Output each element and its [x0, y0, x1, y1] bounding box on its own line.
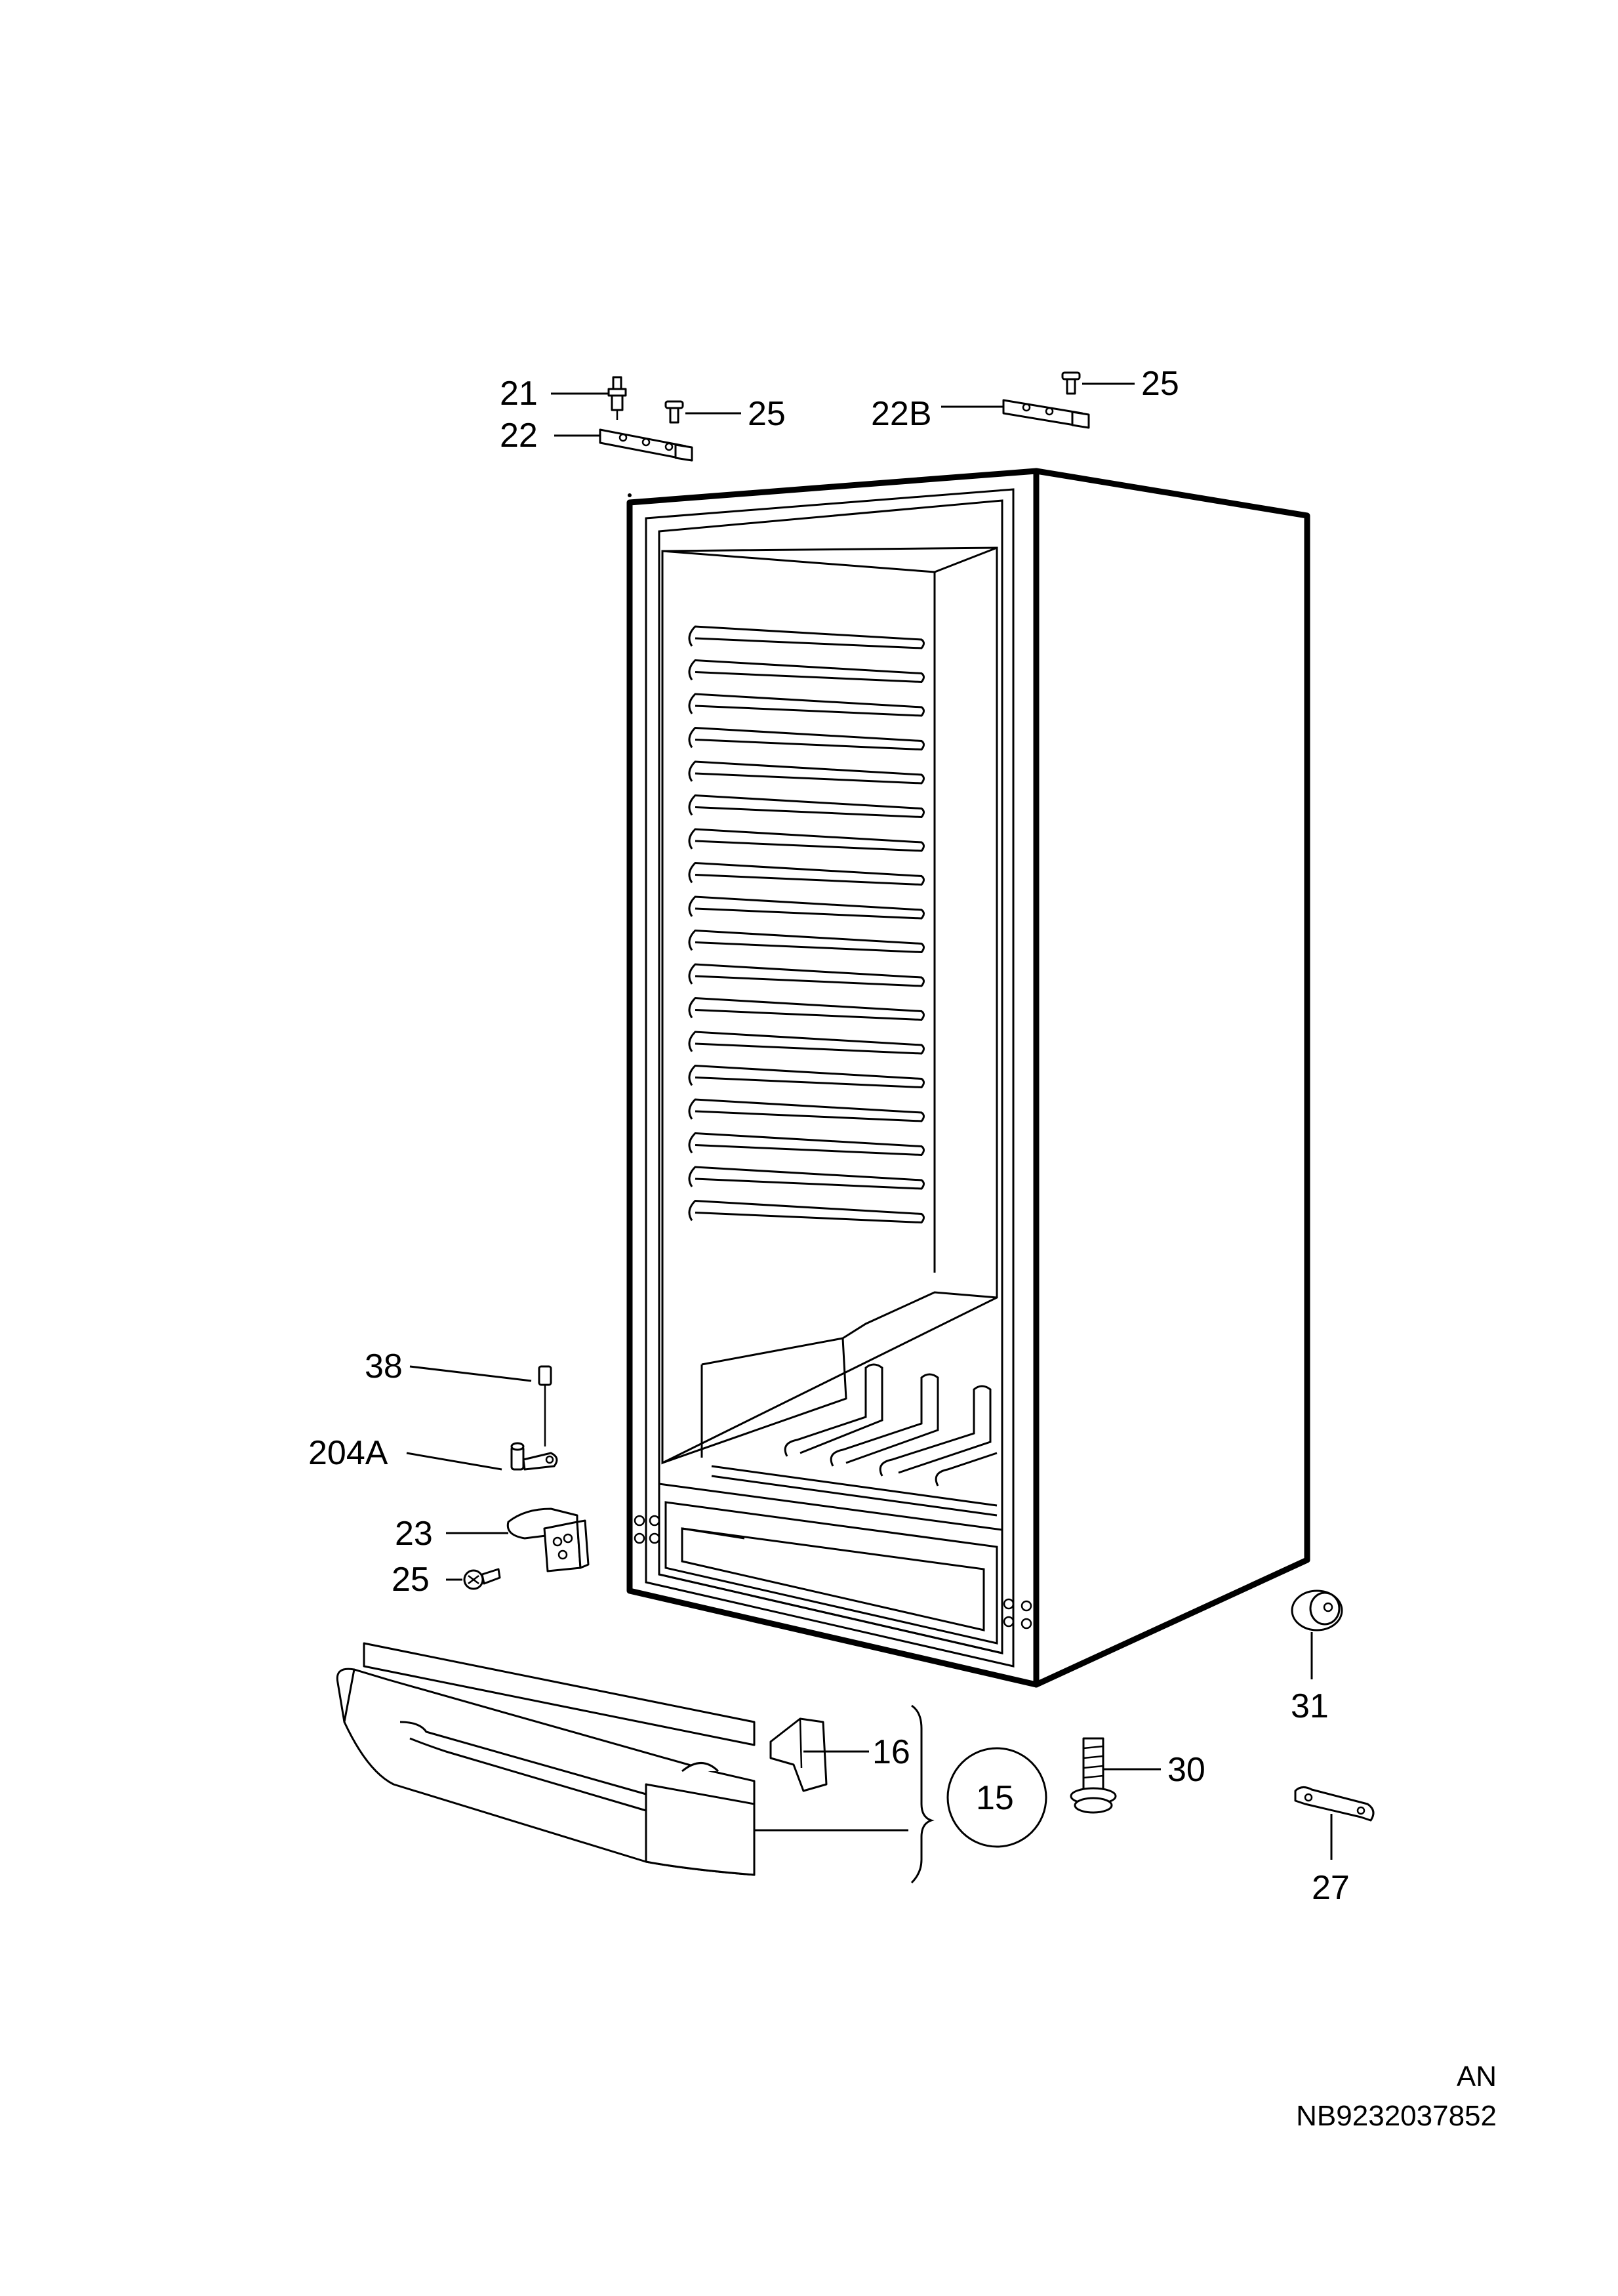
- screw-top-right: [1061, 371, 1081, 395]
- callout-25-bottom: 25: [392, 1561, 430, 1599]
- plinth-clip-16: [769, 1717, 828, 1792]
- callout-25-right: 25: [1141, 365, 1179, 403]
- callout-31: 31: [1291, 1687, 1329, 1725]
- callout-21: 21: [500, 375, 538, 413]
- diagram-code: AN: [1457, 2060, 1497, 2093]
- shelf-rail: [688, 794, 925, 819]
- callout-30: 30: [1167, 1751, 1205, 1789]
- shelf-rail: [688, 1132, 925, 1157]
- shelf-rail: [688, 693, 925, 717]
- shelf-rail: [688, 1064, 925, 1089]
- plinth-panel: [336, 1642, 756, 1876]
- screw-25-lower: [463, 1568, 501, 1590]
- top-hinge-pin: [607, 376, 627, 420]
- leader-lines: [406, 382, 1333, 1860]
- shelf-rail: [688, 726, 925, 751]
- callout-38: 38: [365, 1347, 403, 1385]
- screw-top-left: [664, 400, 684, 424]
- cabinet: [626, 468, 1310, 1688]
- roller-foot-31: [1291, 1589, 1343, 1631]
- callout-22B: 22B: [871, 395, 932, 433]
- shelf-rail: [688, 1031, 925, 1055]
- callout-25-top: 25: [748, 395, 786, 433]
- hinge-pin-204A: [510, 1442, 558, 1471]
- shelf-rail: [688, 1199, 925, 1224]
- callout-16: 16: [872, 1733, 910, 1771]
- top-hinge-bracket-right: [1002, 399, 1090, 429]
- shelf-rail: [688, 1098, 925, 1122]
- shelf-rail: [688, 929, 925, 954]
- shelf-rail: [688, 659, 925, 684]
- top-hinge-bracket-left: [599, 428, 693, 462]
- callout-15: 15: [976, 1779, 1014, 1817]
- leveling-foot-30: [1070, 1737, 1117, 1814]
- callout-27: 27: [1312, 1869, 1350, 1907]
- lower-hinge-23: [506, 1507, 590, 1572]
- callout-23: 23: [395, 1515, 433, 1553]
- spanner-27: [1294, 1786, 1375, 1822]
- shelf-rail: [688, 996, 925, 1021]
- shelf-rails: [688, 625, 925, 1224]
- assembly-brace: [910, 1704, 935, 1884]
- shelf-rail: [688, 895, 925, 920]
- screw-38: [538, 1365, 552, 1446]
- assembly-circle-15: [946, 1747, 1047, 1848]
- shelf-rail: [688, 828, 925, 852]
- shelf-rail: [688, 1166, 925, 1190]
- shelf-rail: [688, 963, 925, 987]
- shelf-rail: [688, 625, 925, 649]
- shelf-rail: [688, 861, 925, 886]
- callout-204A: 204A: [308, 1434, 388, 1472]
- callout-22: 22: [500, 417, 538, 455]
- diagram-number: NB9232037852: [1296, 2100, 1497, 2132]
- shelf-rail: [688, 760, 925, 785]
